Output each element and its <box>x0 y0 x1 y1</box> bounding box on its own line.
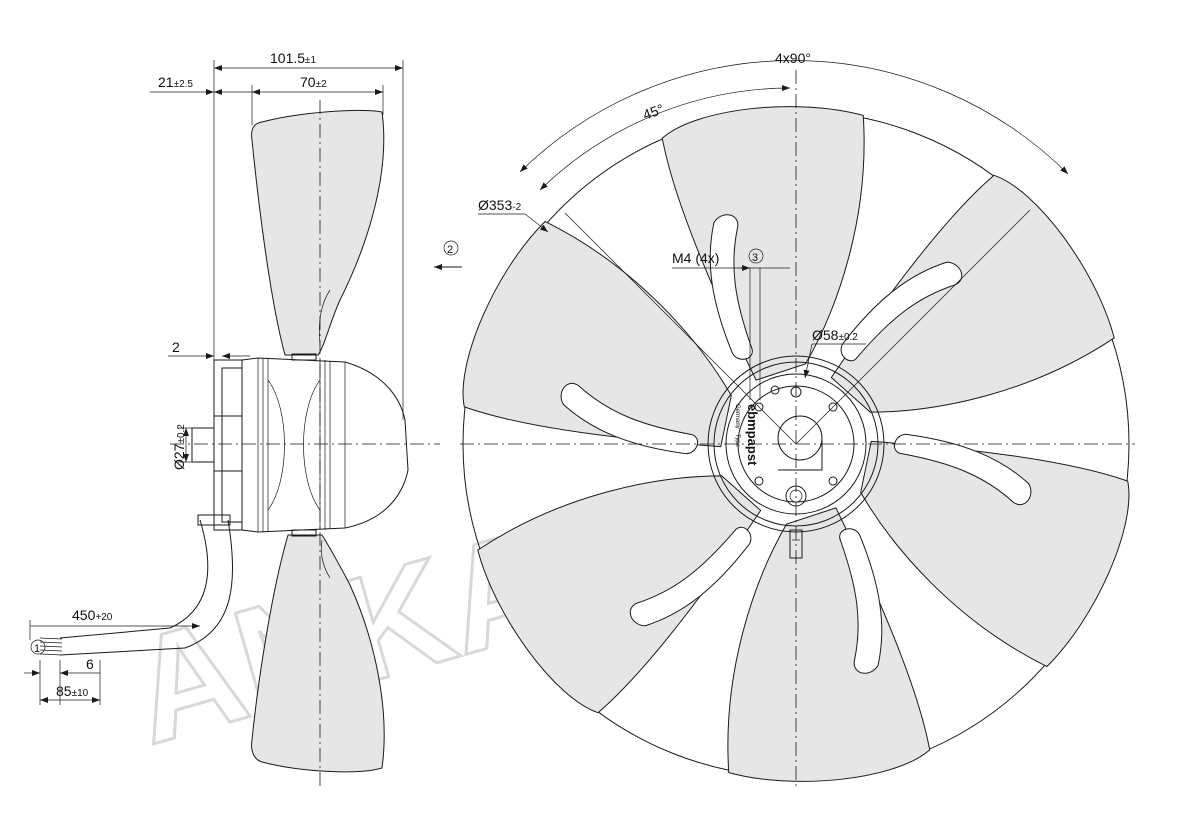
callout-2 <box>443 240 459 256</box>
motor-rotor <box>241 357 409 533</box>
dim-blade-depth: 70±2 <box>300 74 327 90</box>
dim-hole-angle: 45° <box>641 101 666 123</box>
dim-cable-length: 450+20 <box>72 607 113 623</box>
motor-back-plate <box>213 359 243 531</box>
side-view: 101.5±1 70±2 21±2.5 2 Ø27±0.2 450+20 1 6 <box>24 50 440 790</box>
callout-3-label: 3 <box>752 252 758 264</box>
label-line-1: Germany <box>734 404 740 429</box>
brand-label: ebmpapst Germany Type <box>734 404 760 466</box>
dim-thread: M4 (4x) <box>672 250 719 266</box>
mounting-holes <box>754 402 838 486</box>
dim-hub-offset: 21±2.5 <box>158 74 193 90</box>
dim-overall-depth: 101.5±1 <box>270 50 317 66</box>
dim-fan-diameter: Ø353-2 <box>478 197 522 213</box>
shaft-bore <box>777 415 823 461</box>
label-line-2: Type <box>734 434 740 448</box>
dim-hub-diameter: Ø58±0.2 <box>812 327 858 343</box>
cable-wires <box>39 637 63 656</box>
dim-strip-length: 6 <box>86 656 94 672</box>
dim-sleeve-length: 85±10 <box>56 683 89 699</box>
dim-gap: 2 <box>172 339 180 355</box>
callout-1-label: 1 <box>34 643 40 655</box>
rotor-ribs <box>257 358 346 532</box>
shaft <box>191 427 215 463</box>
side-blade-bottom <box>251 534 385 773</box>
cable <box>59 519 234 656</box>
side-blade-top <box>251 109 385 356</box>
brand-text: ebmpapst <box>745 404 760 466</box>
callout-2-label: 2 <box>447 244 453 256</box>
callout-3 <box>748 248 764 264</box>
dim-hole-pattern: 4x90° <box>775 50 811 66</box>
front-view: ebmpapst Germany Type 4x90° 45° Ø353-2 2 <box>434 50 1143 811</box>
callout-1 <box>30 639 46 655</box>
dim-shaft-diameter: Ø27±0.2 <box>171 424 187 470</box>
